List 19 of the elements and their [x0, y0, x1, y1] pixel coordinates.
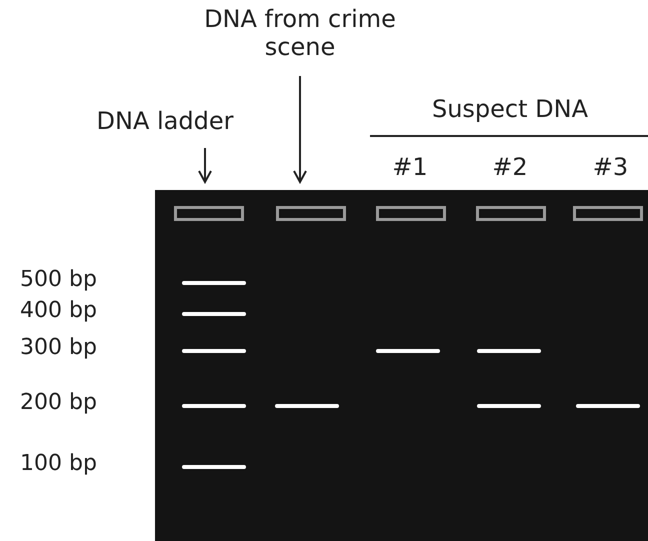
gel-well [174, 206, 244, 221]
size-label: 200 bp [20, 390, 98, 416]
arrow [293, 76, 307, 183]
size-label: 100 bp [20, 451, 98, 476]
gel-well [276, 206, 346, 221]
size-label: 400 bp [20, 298, 98, 324]
group-heading: Suspect DNA [430, 96, 590, 124]
lane-number: #3 [592, 154, 630, 182]
gel-well [376, 206, 446, 221]
arrow [198, 148, 212, 183]
lane-number: #2 [491, 154, 529, 182]
gel-well [476, 206, 546, 221]
lane-label: DNA from crime scene [203, 6, 397, 62]
lane-label: DNA ladder [96, 108, 234, 136]
size-label: 300 bp [20, 335, 98, 360]
size-label: 500 bp [20, 267, 98, 292]
gel-well [573, 206, 643, 221]
lane-number: #1 [391, 154, 429, 182]
gel-slab [155, 190, 648, 541]
